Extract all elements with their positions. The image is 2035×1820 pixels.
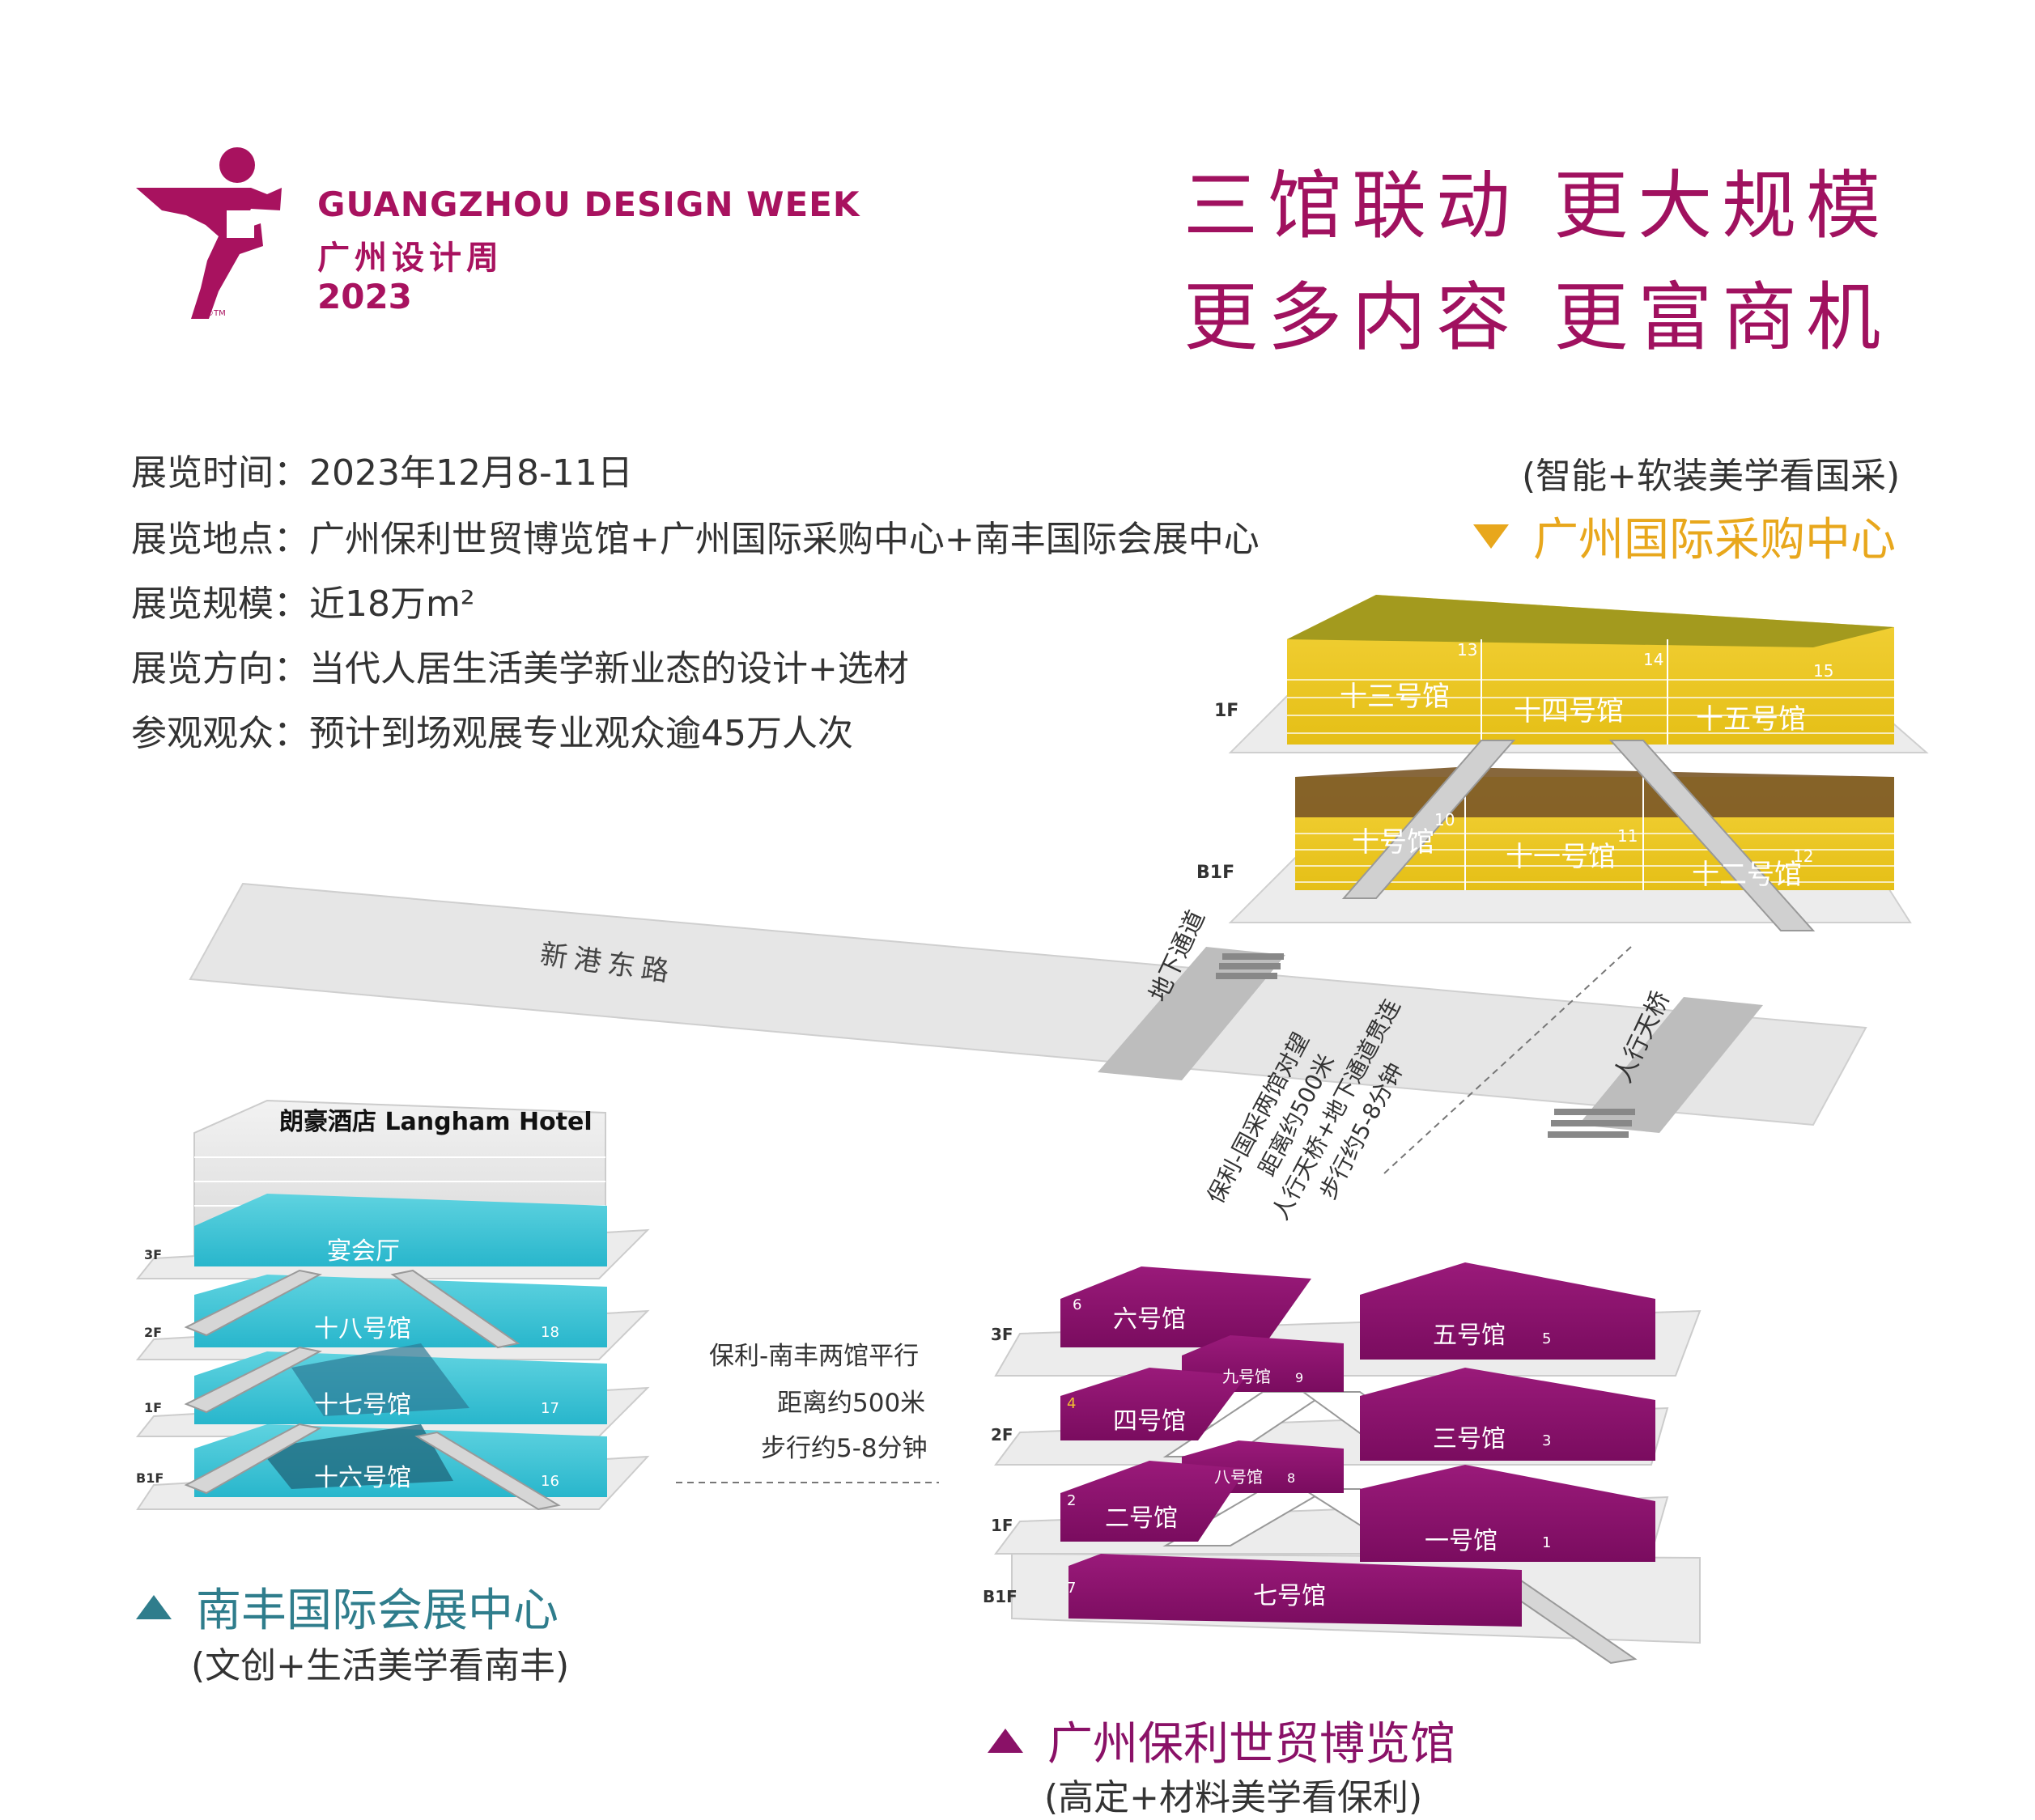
info-value: 2023年12月8-11日 [309, 452, 633, 494]
hall-number: 2 [1067, 1492, 1076, 1509]
info-value: 当代人居生活美学新业态的设计+选材 [309, 648, 909, 689]
hall-number: 3 [1542, 1432, 1551, 1449]
road: 新港东路 [189, 882, 1867, 1126]
info-label: 展览地点： [131, 519, 309, 560]
floor-label: B1F [983, 1587, 1018, 1606]
hall-label: 五号馆 [1433, 1322, 1506, 1350]
hall-label: 七号馆 [1253, 1582, 1326, 1610]
info-row-direction: 展览方向：当代人居生活美学新业态的设计+选材 [131, 639, 909, 691]
hall-label: 十二号馆 [1692, 859, 1802, 891]
hall-label: 十五号馆 [1696, 703, 1806, 736]
hall-label: 十一号馆 [1506, 841, 1616, 873]
nanfung-building: 朗豪酒店 Langham Hotel 3F 2F 1F B1F 宴会厅 十八号馆… [135, 1099, 650, 1511]
poly-subtitle: (高定+材料美学看保利) [1044, 1777, 1423, 1818]
hall-label: 十六号馆 [314, 1464, 411, 1492]
hall-label: 十四号馆 [1514, 695, 1624, 728]
hall-label: 八号馆 [1214, 1467, 1263, 1487]
purchase-building: 1F B1F 十三号馆 十四号馆 十五号馆 13 14 15 十号馆 十一号馆 … [1196, 595, 1929, 931]
hall-number: 14 [1643, 650, 1663, 669]
info-label: 展览方向： [131, 648, 309, 689]
hall-number: 10 [1434, 810, 1455, 829]
brand-name-cn: 广州设计周 [317, 240, 503, 277]
hall-label: 三号馆 [1433, 1425, 1506, 1453]
hall-label: 四号馆 [1113, 1407, 1186, 1436]
hall-label: 六号馆 [1113, 1305, 1186, 1334]
info-value: 预计到场观展专业观众逾45万人次 [309, 713, 853, 754]
floor-label: 1F [991, 1516, 1013, 1535]
poly-building: 3F 2F 1F B1F 六号馆 6 五号馆 5 九号馆 9 四号馆 4 三号馆… [983, 1262, 1701, 1665]
hall-label: 二号馆 [1105, 1504, 1178, 1533]
floor-label: 1F [144, 1400, 162, 1415]
nanfung-title-text: 南丰国际会展中心 [196, 1585, 559, 1637]
brand-logo: ©TM [136, 147, 282, 319]
note-poly-nanfung-line: 保利-南丰两馆平行 [709, 1342, 920, 1371]
hall-label: 十号馆 [1352, 826, 1434, 859]
nanfung-title: 南丰国际会展中心 [136, 1574, 559, 1640]
triangle-down-icon [1473, 524, 1509, 549]
hotel-label: 朗豪酒店 Langham Hotel [279, 1108, 593, 1136]
hall-number: 12 [1793, 846, 1813, 866]
poly-title: 广州保利世贸博览馆 [988, 1708, 1455, 1773]
hall-number: 8 [1287, 1470, 1295, 1486]
triangle-up-icon [136, 1594, 172, 1619]
hall-label: 一号馆 [1425, 1527, 1498, 1555]
info-label: 参观观众： [131, 713, 309, 754]
hall-number: 5 [1542, 1330, 1551, 1347]
info-value: 广州保利世贸博览馆+广州国际采购中心+南丰国际会展中心 [309, 519, 1260, 560]
floor-label: 2F [991, 1425, 1013, 1445]
floor-label: 2F [144, 1325, 162, 1340]
floor-label: 3F [144, 1247, 162, 1262]
hall-number: 15 [1813, 661, 1833, 681]
purchase-title: 广州国际采购中心 [1473, 503, 1896, 569]
brand-name-en: GUANGZHOU DESIGN WEEK [317, 185, 860, 224]
floor-label: 1F [1214, 701, 1238, 721]
floor-label: B1F [1196, 863, 1234, 883]
hall-number: 7 [1067, 1580, 1076, 1597]
slogan-line-1: 三馆联动 更大规模 [1183, 163, 1891, 249]
slogan-line-2: 更多内容 更富商机 [1183, 274, 1891, 361]
hall-label: 宴会厅 [327, 1237, 400, 1266]
brand-year: 2023 [317, 277, 412, 316]
hall-label: 九号馆 [1222, 1367, 1271, 1386]
floor-label: 3F [991, 1325, 1013, 1344]
hall-number: 1 [1542, 1534, 1551, 1551]
hall-number: 11 [1617, 826, 1638, 846]
info-row-location: 展览地点：广州保利世贸博览馆+广州国际采购中心+南丰国际会展中心 [131, 510, 1260, 562]
floor-label: B1F [136, 1470, 164, 1486]
triangle-up-icon [988, 1728, 1023, 1753]
hall-label: 十八号馆 [314, 1315, 411, 1343]
logo-mark: ©TM [206, 309, 226, 318]
hall-number: 13 [1457, 640, 1477, 660]
hall-number: 16 [541, 1473, 559, 1490]
poly-title-text: 广州保利世贸博览馆 [1047, 1718, 1455, 1771]
hall-label: 十七号馆 [314, 1391, 411, 1419]
nanfung-subtitle: (文创+生活美学看南丰) [191, 1645, 570, 1686]
info-label: 展览规模： [131, 583, 309, 625]
info-value: 近18万m² [309, 583, 475, 625]
purchase-subtitle: (智能+软装美学看国采) [1522, 456, 1901, 497]
hall-number: 9 [1295, 1370, 1303, 1385]
info-row-scale: 展览规模：近18万m² [131, 575, 475, 626]
hall-label: 十三号馆 [1340, 681, 1450, 713]
info-row-time: 展览时间：2023年12月8-11日 [131, 443, 633, 495]
hall-number: 6 [1073, 1296, 1081, 1313]
note-poly-nanfung-line: 步行约5-8分钟 [761, 1434, 928, 1463]
purchase-title-text: 广州国际采购中心 [1533, 514, 1896, 566]
hall-number: 17 [541, 1400, 559, 1417]
hall-number: 18 [541, 1324, 559, 1341]
hall-number: 4 [1067, 1395, 1076, 1412]
info-row-audience: 参观观众：预计到场观展专业观众逾45万人次 [131, 704, 853, 756]
info-label: 展览时间： [131, 452, 309, 494]
note-poly-nanfung-line: 距离约500米 [777, 1389, 926, 1418]
